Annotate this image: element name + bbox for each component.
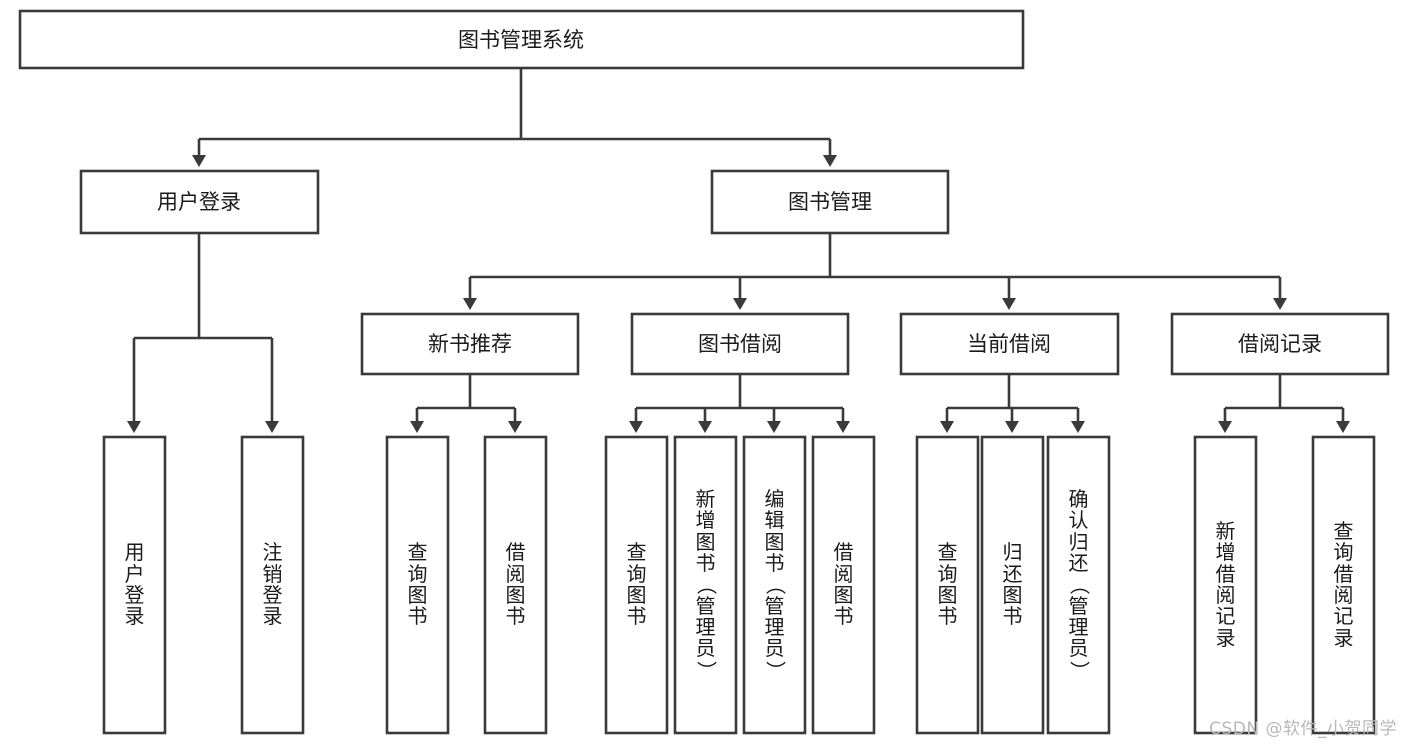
edges-book-manage-to-level3	[463, 233, 1287, 310]
edges-root-to-level2	[192, 68, 837, 167]
leaf-borrow-book-rec-box[interactable]	[483, 435, 548, 735]
borrow-record-box[interactable]	[1170, 312, 1390, 376]
current-borrow-box[interactable]	[899, 312, 1120, 376]
book-manage-label: 图书管理	[788, 190, 872, 214]
node-book-borrow[interactable]: 图书借阅	[630, 312, 850, 376]
node-current-borrow[interactable]: 当前借阅	[899, 312, 1120, 376]
node-book-manage[interactable]: 图书管理	[710, 169, 950, 235]
node-new-book-rec[interactable]: 新书推荐	[360, 312, 580, 376]
root-box[interactable]	[18, 9, 1025, 70]
book-borrow-label: 图书借阅	[698, 332, 782, 356]
new-book-rec-box[interactable]	[360, 312, 580, 376]
edges-borrow-record-to-leaves	[1218, 374, 1350, 433]
new-book-rec-label: 新书推荐	[428, 332, 512, 356]
leaf-borrow-book-box[interactable]	[811, 435, 876, 735]
leaf-add-record-box[interactable]	[1193, 435, 1258, 735]
leaf-query-record-box[interactable]	[1311, 435, 1376, 735]
user-login-box[interactable]	[79, 169, 320, 235]
node-user-login[interactable]: 用户登录	[79, 169, 320, 235]
leaf-return-book-box[interactable]	[980, 435, 1045, 735]
leaf-query-book-borrow-box[interactable]	[604, 435, 669, 735]
root-label: 图书管理系统	[458, 28, 584, 52]
leaf-add-book-box[interactable]	[673, 435, 738, 735]
edges-book-borrow-to-leaves	[629, 374, 850, 433]
user-login-label: 用户登录	[157, 190, 241, 214]
leaf-user-login-box[interactable]	[102, 435, 167, 735]
book-manage-box[interactable]	[710, 169, 950, 235]
leaf-confirm-return-box[interactable]	[1046, 435, 1111, 735]
book-borrow-box[interactable]	[630, 312, 850, 376]
leaf-edit-book-box[interactable]	[742, 435, 807, 735]
current-borrow-label: 当前借阅	[967, 332, 1051, 356]
node-borrow-record[interactable]: 借阅记录	[1170, 312, 1390, 376]
edges-current-borrow-to-leaves	[940, 374, 1085, 433]
leaf-query-book-current-box[interactable]	[915, 435, 980, 735]
leaf-node-boxes	[102, 435, 1376, 735]
edges-user-login-to-leaves	[127, 233, 279, 433]
leaf-query-book-rec-box[interactable]	[385, 435, 450, 735]
node-root[interactable]: 图书管理系统	[18, 9, 1025, 70]
leaf-logout-box[interactable]	[240, 435, 305, 735]
edges-new-book-rec-to-leaves	[410, 374, 522, 433]
borrow-record-label: 借阅记录	[1238, 332, 1322, 356]
